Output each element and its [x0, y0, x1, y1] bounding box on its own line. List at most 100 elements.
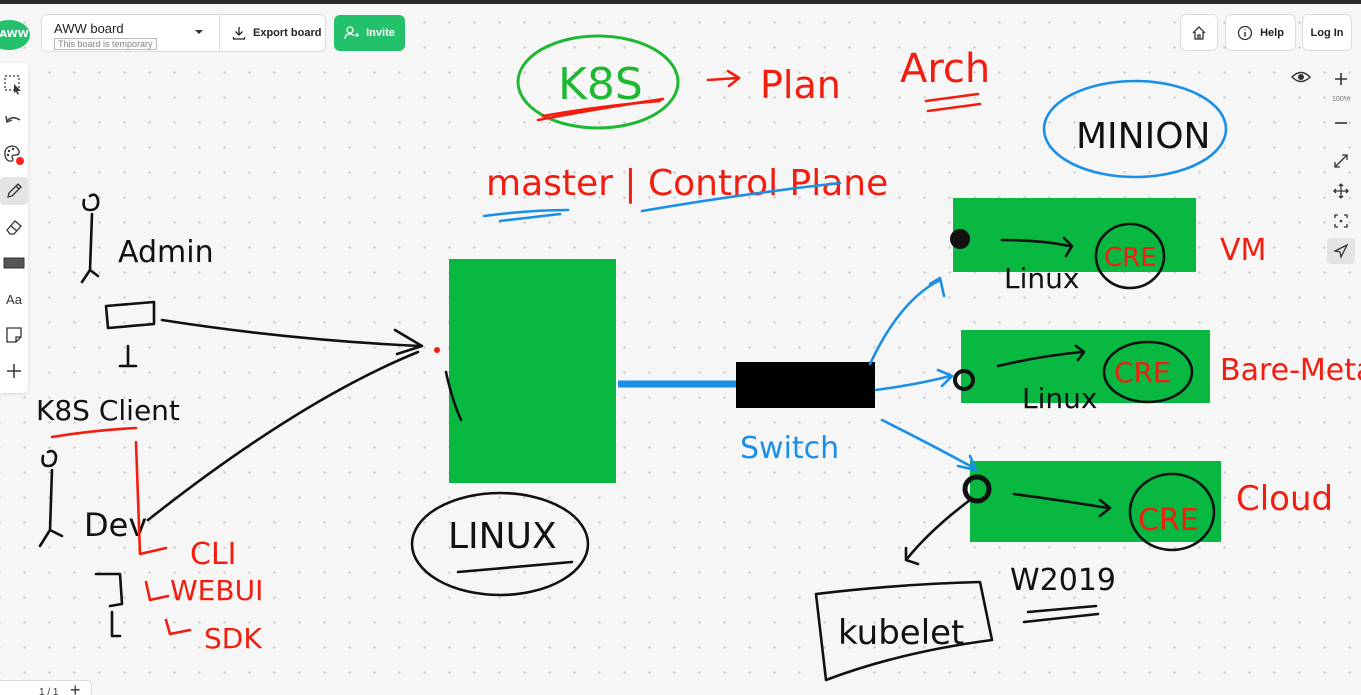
- shape-tool[interactable]: [0, 249, 28, 277]
- zoom-out-button[interactable]: [1327, 110, 1355, 136]
- switch-to-vm-arrow: [868, 276, 946, 366]
- cloud-arrow: [1012, 492, 1112, 518]
- eye-icon[interactable]: [1290, 66, 1312, 88]
- zoom-in-button[interactable]: [1327, 66, 1355, 92]
- dev-figure: [38, 449, 64, 548]
- zoom-level: 100%: [1332, 96, 1350, 103]
- master-control-plane-label: master | Control Plane: [486, 163, 888, 204]
- switch-label: Switch: [740, 431, 839, 466]
- add-icon: [7, 364, 21, 378]
- admin-label: Admin: [118, 235, 214, 270]
- export-board-button[interactable]: Export board: [219, 15, 325, 51]
- invite-button[interactable]: Invite: [334, 15, 405, 51]
- arrow-to-plan: [706, 69, 741, 88]
- client-box: [104, 300, 156, 330]
- download-icon: [232, 27, 246, 40]
- help-button[interactable]: Help: [1225, 14, 1296, 51]
- linux-underline: [456, 560, 574, 574]
- zoom-in-icon: [1335, 73, 1347, 85]
- linux-1-label: Linux: [1004, 262, 1079, 295]
- cre-3-label: CRE: [1138, 503, 1199, 538]
- pen-tool[interactable]: [0, 177, 28, 205]
- sdk-label: SDK: [204, 622, 262, 655]
- board-menu[interactable]: AWW board This board is temporary Export…: [41, 14, 326, 52]
- help-label: Help: [1260, 26, 1284, 39]
- control-plane-underline: [640, 181, 842, 213]
- switch-box: [736, 362, 875, 408]
- sticky-note-icon: [6, 327, 22, 343]
- worker-node-box-bare-metal: [961, 330, 1210, 403]
- linux-master-label: LINUX: [448, 516, 557, 557]
- cre-2-ellipse: [1102, 340, 1194, 404]
- phone-shape: [94, 572, 124, 638]
- undo-button[interactable]: [0, 106, 28, 134]
- text-tool[interactable]: Aa: [0, 285, 28, 313]
- client-to-master-arrow: [160, 318, 424, 356]
- cre-1-label: CRE: [1104, 243, 1157, 273]
- focus-button[interactable]: [1327, 208, 1355, 234]
- pan-button[interactable]: [1327, 178, 1355, 204]
- client-connector: [118, 344, 138, 368]
- text-icon: Aa: [6, 291, 22, 307]
- bare-metal-arrow: [996, 344, 1086, 368]
- right-toolbar: 100%: [1327, 64, 1357, 264]
- dev-red-bracket: [134, 440, 168, 556]
- master-underline: [482, 208, 570, 223]
- chevron-down-icon[interactable]: [192, 25, 206, 39]
- arch-label: Arch: [900, 46, 990, 92]
- login-label: Log In: [1310, 26, 1344, 39]
- master-stroke: [444, 370, 463, 422]
- board-title[interactable]: AWW board: [54, 21, 124, 36]
- w2019-underline: [1022, 604, 1100, 624]
- shape-icon: [3, 257, 25, 269]
- add-tool[interactable]: [0, 357, 28, 385]
- vm-arrow: [1000, 236, 1074, 258]
- pen-icon: [7, 183, 22, 198]
- k8s-ellipse: [516, 34, 680, 130]
- linux-2-label: Linux: [1022, 382, 1097, 415]
- vm-label: VM: [1220, 233, 1266, 268]
- select-icon: [4, 75, 21, 95]
- page-indicator: 1 / 1: [39, 687, 59, 695]
- add-user-icon: [344, 26, 360, 40]
- webui-arrow: [144, 580, 170, 602]
- palette-tool[interactable]: [0, 141, 28, 169]
- sticky-note-tool[interactable]: [0, 321, 28, 349]
- pointer-dot: [434, 347, 440, 353]
- dev-to-master-line: [146, 350, 420, 522]
- kubelet-label: kubelet: [838, 613, 964, 653]
- switch-to-cloud-arrow: [880, 418, 978, 472]
- add-page-button[interactable]: +: [70, 680, 81, 695]
- undo-icon: [5, 115, 21, 123]
- focus-icon: [1334, 214, 1348, 228]
- switch-to-bare-metal-arrow: [874, 368, 954, 392]
- worker-node-box-cloud: [970, 461, 1221, 542]
- fit-screen-button[interactable]: [1327, 148, 1355, 174]
- app-logo[interactable]: AWW: [0, 20, 30, 50]
- fit-screen-icon: [1334, 154, 1348, 168]
- linux-ellipse: [410, 491, 590, 597]
- master-node-box: [449, 259, 616, 483]
- invite-label: Invite: [366, 27, 395, 39]
- board-temporary-badge: This board is temporary: [54, 38, 157, 50]
- worker-node-box-vm: [953, 198, 1196, 272]
- select-tool[interactable]: [0, 71, 28, 99]
- laser-pointer-button[interactable]: [1327, 238, 1355, 264]
- kubelet-pointer: [904, 498, 972, 566]
- zoom-out-icon: [1335, 122, 1347, 124]
- help-icon: [1237, 25, 1253, 40]
- minion-ellipse: [1042, 79, 1228, 179]
- login-button[interactable]: Log In: [1302, 14, 1352, 51]
- window-top-strip: [0, 0, 1361, 4]
- bare-metal-label: Bare-Metal: [1220, 353, 1361, 388]
- cre-2-label: CRE: [1114, 356, 1171, 389]
- arch-underline: [924, 92, 982, 113]
- home-button[interactable]: [1180, 14, 1218, 51]
- cloud-label: Cloud: [1236, 479, 1333, 519]
- k8s-client-underline: [50, 426, 138, 439]
- eraser-tool[interactable]: [0, 213, 28, 241]
- page-navigation: 1 / 1 +: [0, 680, 92, 695]
- home-icon: [1192, 25, 1206, 40]
- plan-label: Plan: [760, 63, 841, 107]
